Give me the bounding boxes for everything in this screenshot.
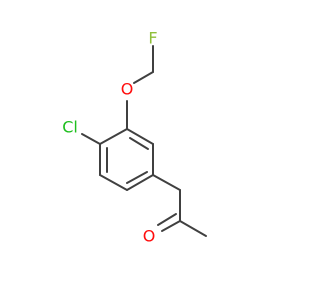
ring-double-bond-inner-2 bbox=[126, 171, 148, 184]
ring-double-bond-inner-1 bbox=[129, 137, 149, 150]
ring-bond-3 bbox=[126, 174, 154, 191]
bond-carbonyl-to-oxygen-b bbox=[157, 213, 177, 226]
ether-oxygen-atom-label: O bbox=[121, 80, 134, 99]
structure-diagram: F O Cl O bbox=[62, 29, 207, 246]
bond-carbonyl-to-methyl bbox=[179, 220, 207, 237]
molecule-canvas: F O Cl O bbox=[62, 28, 207, 246]
ring-bond-4 bbox=[99, 174, 128, 191]
ketone-oxygen-atom-label: O bbox=[143, 227, 156, 246]
chlorine-atom-label: Cl bbox=[62, 118, 78, 137]
bond-ring-to-ch2 bbox=[152, 174, 181, 191]
bond-ring-to-chlorine bbox=[81, 133, 101, 145]
fluorine-atom-label: F bbox=[148, 29, 157, 48]
bond-ether-oxygen-to-ch2 bbox=[133, 71, 154, 84]
ring-bond-6 bbox=[99, 128, 128, 145]
bond-carbonyl-to-oxygen-a bbox=[161, 220, 181, 232]
ring-bond-1 bbox=[126, 128, 154, 145]
